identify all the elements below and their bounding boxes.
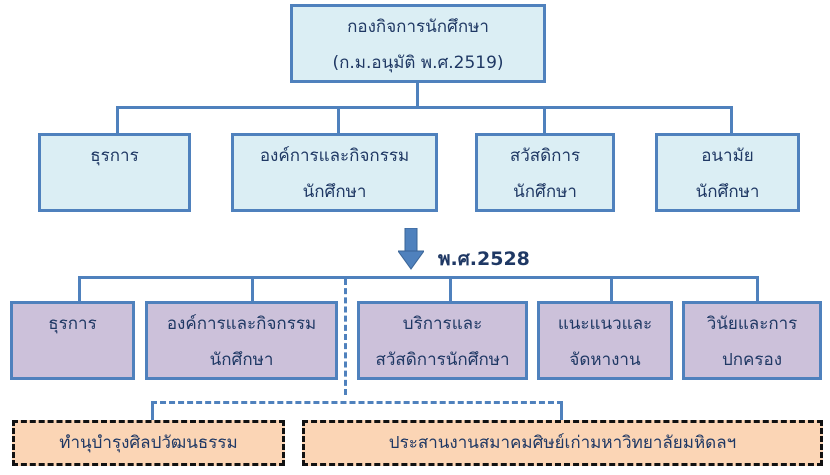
unit-label: นักศึกษา xyxy=(302,182,367,202)
connector xyxy=(730,106,733,134)
connector xyxy=(449,276,452,302)
connector xyxy=(78,276,81,302)
unit-box: วินัยและการ ปกครอง xyxy=(682,301,822,380)
unit-box: องค์การและกิจกรรม นักศึกษา xyxy=(145,301,338,380)
unit-label: บริการและ xyxy=(402,314,483,334)
unit-label: อนามัย xyxy=(701,146,754,166)
connector xyxy=(251,276,254,302)
connector xyxy=(610,276,613,302)
unit-box: องค์การและกิจกรรม นักศึกษา xyxy=(231,133,438,212)
connector xyxy=(416,81,419,108)
unit-label: องค์การและกิจกรรม xyxy=(259,146,410,166)
unit-label: ธุรการ xyxy=(90,146,139,166)
year-label: พ.ศ.2528 xyxy=(438,248,530,270)
dashed-connector xyxy=(151,401,154,421)
unit-label: นักศึกษา xyxy=(513,182,577,202)
affiliated-box: ทำนุบำรุงศิลปวัฒนธรรม xyxy=(12,420,285,466)
root-subtitle: (ก.ม.อนุมัติ พ.ศ.2519) xyxy=(332,53,504,73)
connector xyxy=(543,106,546,134)
down-arrow-icon xyxy=(398,228,424,270)
unit-label: สวัสดิการนักศึกษา xyxy=(375,350,510,370)
affiliated-label: ประสานงานสมาคมศิษย์เก่ามหาวิทยาลัยมหิดลฯ xyxy=(388,433,737,453)
unit-box: ธุรการ xyxy=(38,133,191,212)
unit-box: สวัสดิการ นักศึกษา xyxy=(475,133,615,212)
unit-label: จัดหางาน xyxy=(569,350,641,370)
dashed-connector xyxy=(151,401,563,404)
affiliated-label: ทำนุบำรุงศิลปวัฒนธรรม xyxy=(59,433,238,453)
unit-box: แนะแนวและ จัดหางาน xyxy=(537,301,673,380)
unit-label: ปกครอง xyxy=(721,350,783,370)
affiliated-box: ประสานงานสมาคมศิษย์เก่ามหาวิทยาลัยมหิดลฯ xyxy=(302,420,823,466)
root-title: กองกิจการนักศึกษา xyxy=(347,17,489,37)
unit-label: แนะแนวและ xyxy=(557,314,653,334)
unit-label: นักศึกษา xyxy=(695,182,760,202)
root-box: กองกิจการนักศึกษา (ก.ม.อนุมัติ พ.ศ.2519) xyxy=(290,4,546,83)
connector xyxy=(756,276,759,302)
unit-label: สวัสดิการ xyxy=(509,146,581,166)
unit-label: นักศึกษา xyxy=(209,350,274,370)
connector xyxy=(337,106,340,134)
connector xyxy=(116,106,119,134)
unit-box: อนามัย นักศึกษา xyxy=(655,133,800,212)
unit-label: ธุรการ xyxy=(48,314,97,334)
unit-box: บริการและ สวัสดิการนักศึกษา xyxy=(357,301,528,380)
unit-label: องค์การและกิจกรรม xyxy=(166,314,317,334)
unit-box: ธุรการ xyxy=(10,301,135,380)
dashed-connector xyxy=(560,401,563,421)
connector xyxy=(78,276,759,279)
unit-label: วินัยและการ xyxy=(706,314,798,334)
connector xyxy=(116,106,733,109)
dashed-connector xyxy=(344,279,347,395)
